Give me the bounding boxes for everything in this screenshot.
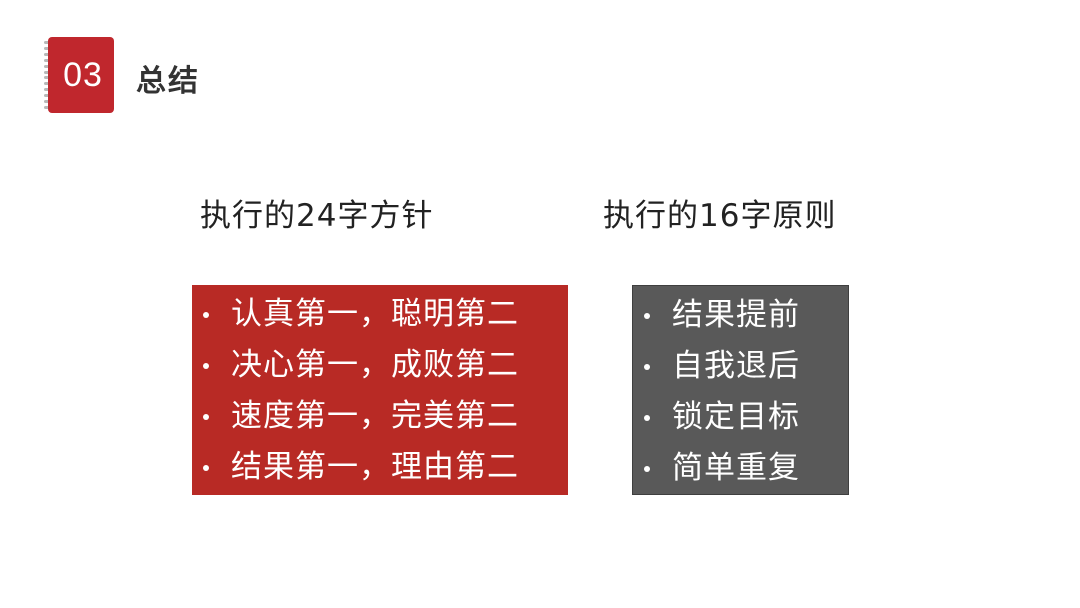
- page-title: 总结: [136, 64, 200, 99]
- list-item-text: 锁定目标: [672, 399, 800, 435]
- bullet-icon: [644, 312, 650, 319]
- list-item-text: 结果第一，理由第二: [231, 449, 519, 485]
- list-item: 认真第一，聪明第二: [192, 289, 568, 340]
- list-item: 决心第一，成败第二: [192, 340, 568, 391]
- bullet-icon: [644, 465, 650, 472]
- principle-list: 结果提前 自我退后 锁定目标 简单重复: [633, 290, 848, 494]
- section-number-badge: 03: [44, 37, 114, 113]
- policy-list-box: 认真第一，聪明第二 决心第一，成败第二 速度第一，完美第二 结果第一，理由第二: [192, 285, 568, 495]
- list-item: 自我退后: [633, 341, 848, 392]
- bullet-icon: [644, 363, 650, 370]
- list-item: 简单重复: [633, 443, 848, 494]
- list-item-text: 结果提前: [672, 297, 800, 333]
- list-item-text: 决心第一，成败第二: [231, 347, 519, 383]
- right-section-heading: 执行的16字原则: [603, 198, 837, 234]
- bullet-icon: [203, 413, 209, 420]
- list-item: 锁定目标: [633, 392, 848, 443]
- bullet-icon: [203, 311, 209, 318]
- bullet-icon: [644, 414, 650, 421]
- bullet-icon: [203, 464, 209, 471]
- principle-list-box: 结果提前 自我退后 锁定目标 简单重复: [632, 285, 849, 495]
- left-section-heading: 执行的24字方针: [200, 198, 434, 234]
- list-item: 结果第一，理由第二: [192, 442, 568, 493]
- list-item-text: 速度第一，完美第二: [231, 398, 519, 434]
- section-number: 03: [63, 55, 103, 94]
- badge-body: 03: [48, 37, 114, 113]
- policy-list: 认真第一，聪明第二 决心第一，成败第二 速度第一，完美第二 结果第一，理由第二: [192, 289, 568, 493]
- list-item-text: 简单重复: [672, 450, 800, 486]
- list-item: 速度第一，完美第二: [192, 391, 568, 442]
- list-item-text: 自我退后: [672, 348, 800, 384]
- list-item-text: 认真第一，聪明第二: [231, 296, 519, 332]
- bullet-icon: [203, 362, 209, 369]
- list-item: 结果提前: [633, 290, 848, 341]
